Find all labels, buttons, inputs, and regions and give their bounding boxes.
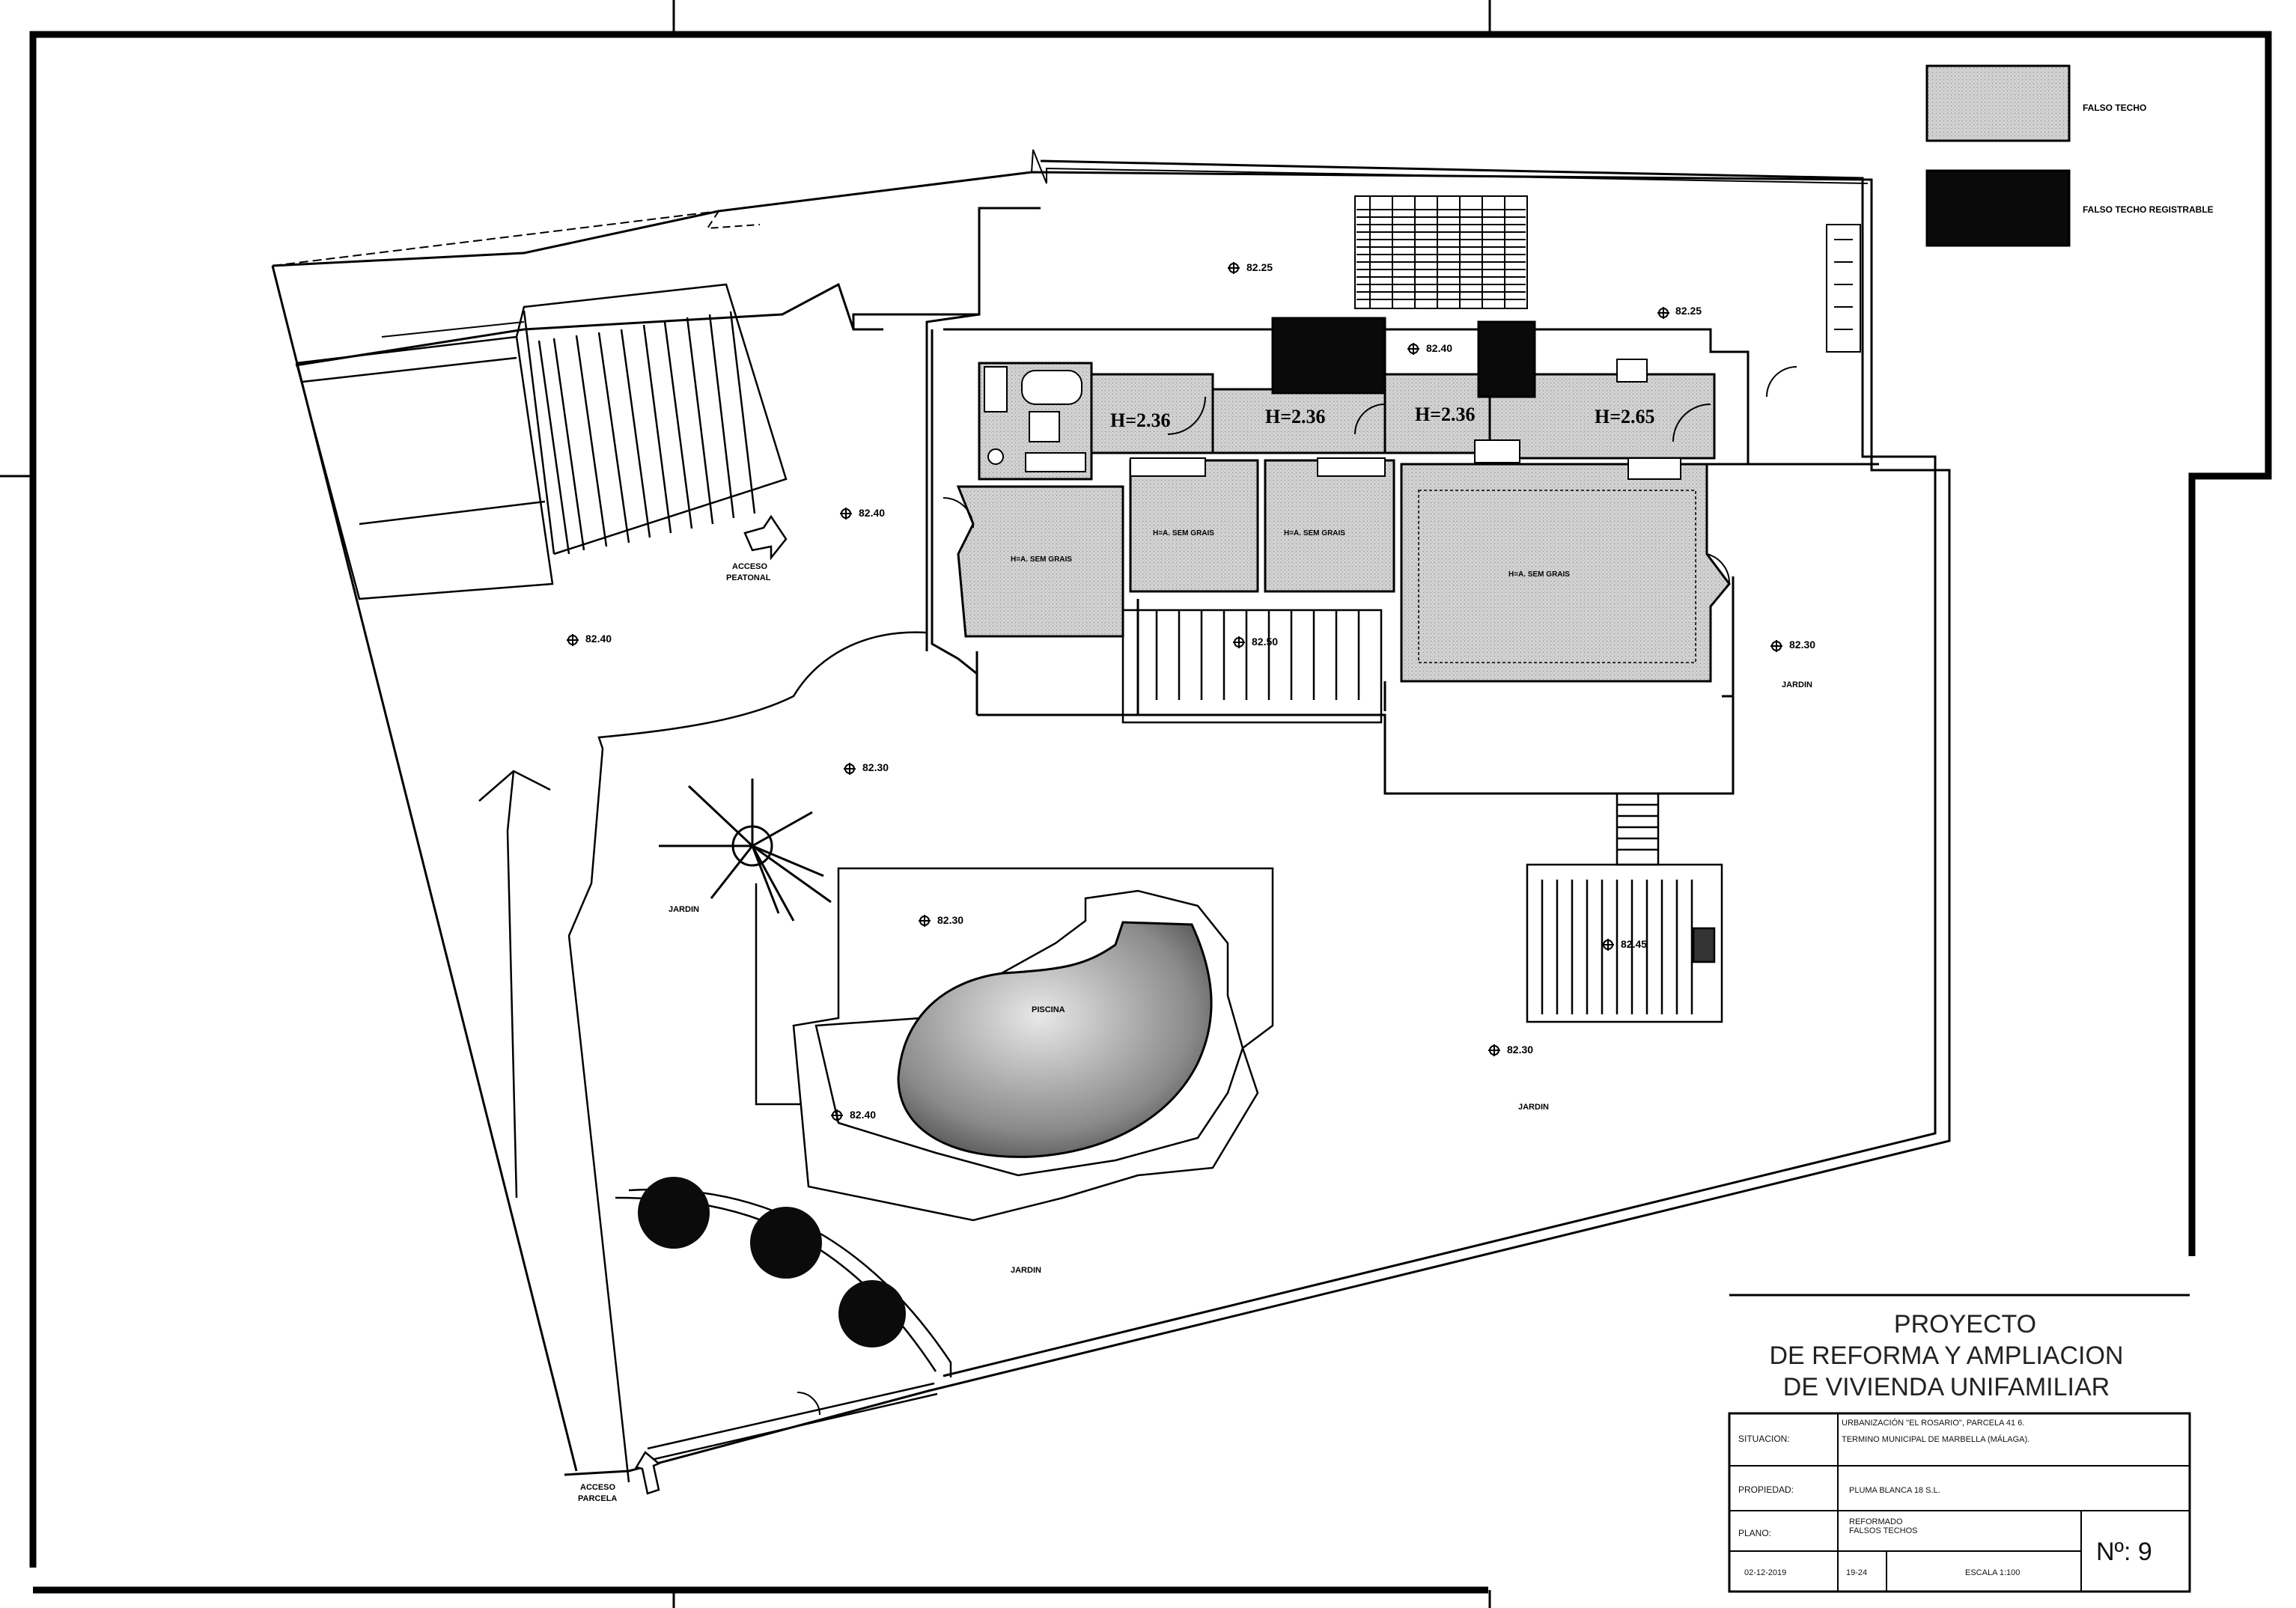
level-value-1: 82.25 <box>1246 261 1273 273</box>
situacion-line-1: URBANIZACIÓN "EL ROSARIO", PARCELA 41 6. <box>1842 1418 2024 1428</box>
height-label-3: H=2.36 <box>1415 403 1476 425</box>
title-line-1: PROYECTO <box>1894 1310 2036 1339</box>
acceso-parcela-arrow <box>635 1451 661 1495</box>
propiedad-value: PLUMA BLANCA 18 S.L. <box>1849 1486 1940 1495</box>
plan-date: 02-12-2019 <box>1744 1568 1786 1577</box>
bedroom-4-ceiling <box>1400 463 1731 683</box>
level-mark-6 <box>1233 636 1245 648</box>
palm-tree-1 <box>659 779 832 922</box>
title-line-3: DE VIVIENDA UNIFAMILIAR <box>1783 1373 2110 1401</box>
plano-line-1: REFORMADO <box>1849 1517 1903 1526</box>
registrable-ceiling-2 <box>1477 320 1536 398</box>
level-mark-5 <box>1407 343 1419 355</box>
level-value-11: 82.30 <box>1507 1044 1533 1056</box>
situacion-line-2: TERMINO MUNICIPAL DE MARBELLA (MÁLAGA). <box>1842 1434 2029 1444</box>
plot-boundary <box>271 149 1951 1476</box>
parking-pergola <box>295 283 788 600</box>
level-mark-9 <box>1770 640 1782 652</box>
propiedad-label: PROPIEDAD: <box>1738 1484 1794 1495</box>
room-label-1: H=A. SEM GRAIS <box>1011 555 1072 564</box>
legend-swatch-falso-techo-registrable <box>1925 169 2071 247</box>
entry-arrow <box>478 770 551 802</box>
height-label-2: H=2.36 <box>1265 406 1326 427</box>
room-label-2: H=A. SEM GRAIS <box>1153 529 1214 537</box>
terrace-pergola <box>1121 609 1383 724</box>
title-block: PROYECTO DE REFORMA Y AMPLIACION DE VIVI… <box>1728 1294 2191 1593</box>
palm-trees-bottom <box>638 1177 906 1347</box>
level-mark-8 <box>919 915 931 927</box>
level-value-3: 82.40 <box>859 507 885 519</box>
level-value-9: 82.30 <box>1789 639 1815 651</box>
level-value-6: 82.50 <box>1252 636 1278 648</box>
plan-number: Nº: 9 <box>2096 1538 2152 1566</box>
plano-label: PLANO: <box>1738 1528 1771 1538</box>
level-value-8: 82.30 <box>937 914 963 926</box>
acceso-peatonal-arrow <box>743 514 788 561</box>
level-mark-12 <box>831 1109 843 1121</box>
piscina-label: PISCINA <box>1032 1005 1065 1014</box>
level-marks <box>567 262 1782 1121</box>
level-values: 82.25 82.25 82.40 82.40 82.40 82.50 82.3… <box>585 261 1815 1121</box>
level-mark-7 <box>844 763 856 775</box>
level-value-7: 82.30 <box>862 761 889 773</box>
level-value-10: 82.45 <box>1621 938 1647 950</box>
ceiling-areas <box>956 317 1731 683</box>
plano-line-2: FALSOS TECHOS <box>1849 1526 1918 1535</box>
legend-label-falso-techo: FALSO TECHO <box>2083 103 2146 113</box>
level-value-4: 82.40 <box>585 633 612 645</box>
acceso-peatonal-label-1: ACCESO <box>732 562 768 571</box>
right-deck <box>1526 792 1723 1023</box>
height-label-4: H=2.65 <box>1595 406 1655 427</box>
level-mark-2 <box>1657 307 1669 319</box>
jardin-label-2: JARDIN <box>1518 1103 1549 1112</box>
title-line-2: DE REFORMA Y AMPLIACION <box>1770 1341 2124 1370</box>
stairs-top <box>1354 195 1528 309</box>
door-swings <box>797 366 1797 1416</box>
room-fixtures <box>984 359 1681 480</box>
level-mark-11 <box>1488 1044 1500 1056</box>
level-value-12: 82.40 <box>850 1109 876 1121</box>
registrable-ceiling-1 <box>1271 317 1386 395</box>
acceso-parcela-label-2: PARCELA <box>578 1494 617 1503</box>
level-mark-4 <box>567 634 579 646</box>
height-label-1: H=2.36 <box>1110 409 1171 431</box>
level-mark-1 <box>1228 262 1240 274</box>
room-label-4: H=A. SEM GRAIS <box>1508 570 1570 579</box>
acceso-parcela-label-1: ACCESO <box>580 1483 616 1492</box>
room-label-3: H=A. SEM GRAIS <box>1284 529 1345 537</box>
jardin-label-4: JARDIN <box>1782 680 1812 689</box>
site-labels: ACCESO PEATONAL ACCESO PARCELA PISCINA J… <box>578 562 1812 1503</box>
house-walls <box>852 207 1879 795</box>
legend-swatch-falso-techo <box>1925 64 2071 142</box>
room-labels: H=A. SEM GRAIS H=A. SEM GRAIS H=A. SEM G… <box>1011 529 1570 579</box>
pool-area <box>755 867 1274 1222</box>
bedroom-2-ceiling <box>1129 459 1259 593</box>
level-mark-3 <box>840 508 852 520</box>
acceso-peatonal-label-2: PEATONAL <box>726 573 771 582</box>
legend-label-falso-techo-registrable: FALSO TECHO REGISTRABLE <box>2083 204 2214 215</box>
bedroom-3-ceiling <box>1264 459 1395 593</box>
level-value-5: 82.40 <box>1426 342 1452 354</box>
stairs-right-edge <box>1826 224 1861 353</box>
plan-code: 19-24 <box>1846 1568 1867 1577</box>
level-mark-10 <box>1602 939 1614 951</box>
level-value-2: 82.25 <box>1675 305 1702 317</box>
access-arrows <box>478 514 788 1495</box>
pool-water <box>897 921 1213 1158</box>
situacion-label: SITUACION: <box>1738 1434 1790 1444</box>
legend: FALSO TECHO FALSO TECHO REGISTRABLE <box>1925 64 2214 247</box>
plan-scale: ESCALA 1:100 <box>1965 1568 2020 1577</box>
height-labels: H=2.36 H=2.36 H=2.36 H=2.65 <box>1110 403 1655 431</box>
jardin-label-1: JARDIN <box>669 905 699 914</box>
jardin-label-3: JARDIN <box>1011 1266 1041 1275</box>
